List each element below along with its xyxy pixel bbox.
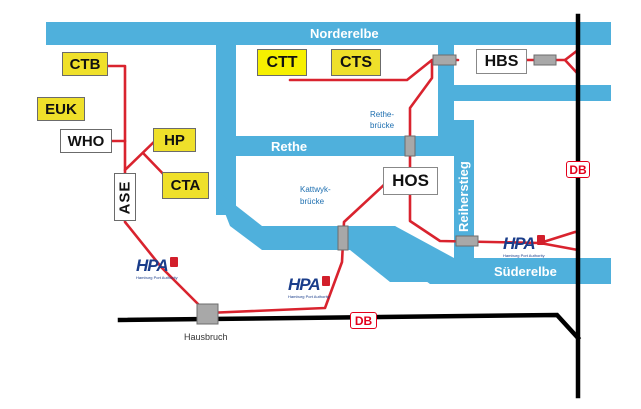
bridge-ctt-norderelbe [432, 54, 457, 66]
vertical-basin-left [216, 45, 236, 215]
hausbruch-label: Hausbruch [184, 332, 228, 342]
hausbruch-station-block [196, 303, 219, 325]
terminal-cts[interactable]: CTS [331, 49, 381, 76]
kattwyk-bruecke-label-2: brücke [300, 197, 325, 206]
hpa-crest-icon [321, 276, 330, 286]
hpa-logo-center: HPA Hamburg Port Authority [288, 276, 330, 299]
bridge-hbs-east [533, 54, 557, 66]
hpa-logo-mark: HPA [136, 256, 169, 275]
rethe-bridge [404, 135, 416, 157]
waterways [46, 22, 611, 284]
east-basin-vertical [438, 120, 454, 140]
suederelbe-water [395, 226, 611, 284]
hpa-logo-mark: HPA [503, 234, 536, 253]
suederelbe-label: Süderelbe [494, 264, 557, 279]
rethe-water [236, 136, 454, 156]
vertical-basin-right [438, 45, 454, 140]
db-rail [117, 13, 582, 399]
kattwyk-bruecke-label-1: Kattwyk- [300, 185, 331, 194]
hpa-crest-icon [169, 257, 178, 267]
norderelbe-water [46, 22, 611, 45]
rethe-bruecke-label-1: Rethe- [370, 110, 394, 119]
terminal-ase[interactable]: ASE [114, 173, 136, 221]
db-rail-horizontal [117, 312, 582, 342]
norderelbe-label: Norderelbe [310, 26, 379, 41]
hpa-logo-left: HPA Hamburg Port Authority [136, 257, 178, 280]
db-badge-right: DB [566, 161, 590, 178]
rail-reiherstieg-line [408, 181, 577, 245]
terminal-ctb[interactable]: CTB [62, 52, 108, 76]
terminal-who[interactable]: WHO [60, 129, 112, 153]
terminal-hp[interactable]: HP [153, 128, 196, 152]
bridges [196, 54, 557, 325]
rethe-bruecke-label-2: brücke [370, 121, 395, 130]
terminal-hos[interactable]: HOS [383, 167, 438, 195]
kattwyk-bridge [337, 225, 349, 251]
terminal-ase-label: ASE [116, 180, 134, 214]
terminal-ctt[interactable]: CTT [257, 49, 307, 76]
reiherstieg-label: Reiherstieg [456, 161, 471, 232]
db-badge-bottom: DB [350, 312, 377, 329]
terminal-euk[interactable]: EUK [37, 97, 85, 121]
rethe-label: Rethe [271, 139, 307, 154]
kattwyk-channel [216, 190, 430, 282]
terminal-hbs[interactable]: HBS [476, 49, 527, 74]
reiherstieg-bridge [455, 235, 479, 247]
rail-hp-spur [123, 136, 160, 172]
hpa-logo-mark: HPA [288, 275, 321, 294]
terminal-cta[interactable]: CTA [162, 172, 209, 199]
reiherstieg-water [454, 140, 474, 262]
hpa-crest-icon [536, 235, 545, 245]
east-basin-upper [454, 85, 611, 101]
hpa-logo-sub: Hamburg Port Authority [136, 275, 178, 280]
hpa-logo-sub: Hamburg Port Authority [503, 253, 545, 258]
hpa-logo-right: HPA Hamburg Port Authority [503, 235, 545, 258]
hpa-logo-sub: Hamburg Port Authority [288, 294, 330, 299]
